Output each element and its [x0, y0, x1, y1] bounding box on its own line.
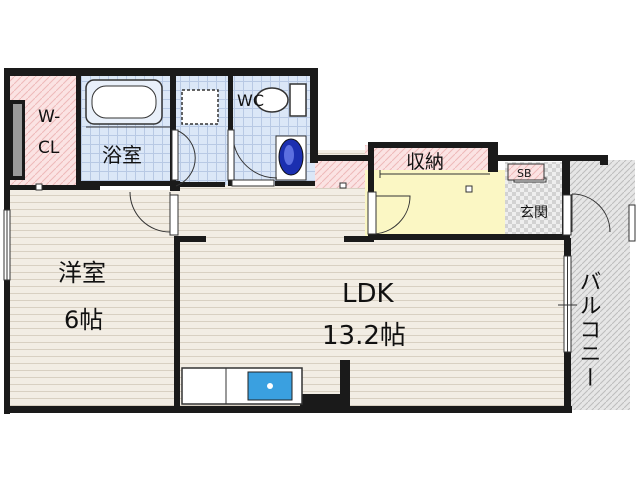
western-room-floor — [7, 190, 175, 408]
toilet — [255, 83, 307, 117]
ldk-size: 13.2帖 — [322, 321, 406, 351]
wcl-label-line2: CL — [38, 138, 60, 158]
window-porch-right — [628, 204, 636, 242]
bathtub — [85, 79, 170, 128]
wcl-label-line1: W- — [38, 107, 60, 127]
door-jambs — [169, 129, 572, 236]
wc-label: WC — [237, 91, 264, 110]
outside-porch — [565, 160, 635, 240]
western-room-name: 洋室 — [58, 259, 106, 287]
wash-basin — [275, 135, 307, 181]
shoe-box — [507, 163, 545, 181]
sb-label: SB — [517, 167, 532, 180]
washing-machine — [181, 89, 219, 125]
balcony-label: バルコニー — [576, 270, 601, 390]
ldk-name: LDK — [342, 279, 395, 309]
porch-wall — [600, 155, 608, 165]
balcony-floor — [570, 240, 630, 410]
storage-label: 収納 — [406, 151, 444, 173]
bath-label: 浴室 — [102, 143, 142, 167]
entrance-floor — [365, 170, 510, 238]
western-room-size: 6帖 — [64, 306, 103, 334]
kitchen-counter — [181, 367, 303, 405]
entrance-label: 玄関 — [520, 204, 548, 221]
